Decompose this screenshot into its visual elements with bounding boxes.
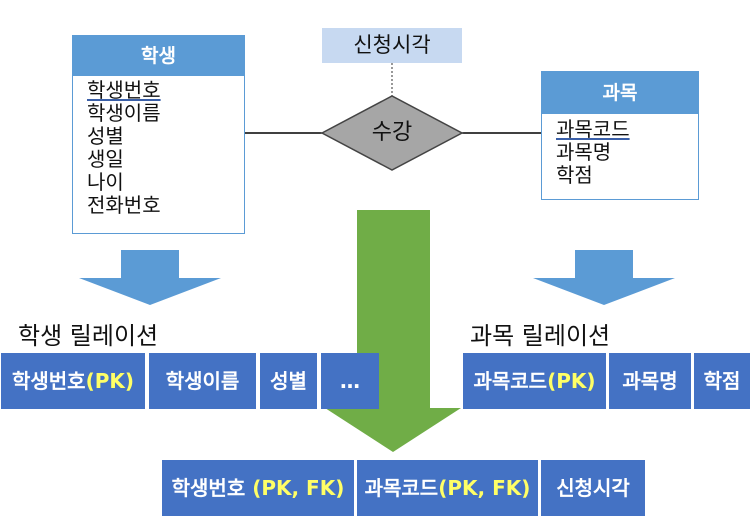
- enrollment-relation-cell: 신청시각: [541, 460, 645, 516]
- student-relation-cell: 학생이름: [149, 353, 256, 409]
- student-attribute: 전화번호: [87, 193, 161, 217]
- key-marker: (PK, FK): [438, 476, 531, 500]
- key-marker: (PK): [547, 369, 596, 393]
- student-attribute: 성별: [87, 124, 124, 148]
- enrollment-relation-cell: 과목코드(PK, FK): [357, 460, 538, 516]
- course-down-arrow: [533, 250, 675, 305]
- enrollment-relation-cell: 학생번호 (PK, FK): [162, 460, 354, 516]
- course-entity: 과목 과목코드 과목명 학점: [541, 71, 699, 200]
- student-attribute-list: 학생번호 학생이름 성별 생일 나이 전화번호: [73, 76, 244, 217]
- course-relation-cell: 과목명: [609, 353, 691, 409]
- course-attribute-list: 과목코드 과목명 학점: [542, 114, 698, 187]
- student-attribute: 학생번호: [87, 78, 161, 102]
- course-entity-title: 과목: [542, 72, 698, 114]
- course-attribute: 과목코드: [556, 117, 630, 141]
- relationship-label: 수강: [371, 120, 413, 145]
- student-attribute: 나이: [87, 170, 124, 194]
- student-relation-cell: 성별: [260, 353, 317, 409]
- student-attribute: 생일: [87, 147, 124, 171]
- student-relation-cell: …: [321, 353, 379, 409]
- course-relation-cell: 과목코드(PK): [463, 353, 606, 409]
- course-attribute: 학점: [556, 163, 593, 187]
- relationship-attribute-box: 신청시각: [322, 28, 462, 63]
- key-marker: (PK, FK): [252, 476, 345, 500]
- student-entity-title: 학생: [73, 36, 244, 76]
- student-relation-title: 학생 릴레이션: [18, 322, 159, 350]
- relationship-attribute-label: 신청시각: [353, 33, 431, 57]
- student-entity: 학생 학생번호 학생이름 성별 생일 나이 전화번호: [72, 35, 245, 234]
- relationship-diamond: [320, 95, 464, 171]
- course-relation-title: 과목 릴레이션: [470, 322, 611, 350]
- student-down-arrow: [79, 250, 221, 305]
- student-attribute: 학생이름: [87, 101, 161, 125]
- enrollment-down-arrow: [325, 210, 461, 452]
- student-relation-cell: 학생번호(PK): [1, 353, 145, 409]
- course-relation-cell: 학점: [694, 353, 750, 409]
- course-attribute: 과목명: [556, 140, 612, 164]
- key-marker: (PK): [85, 369, 135, 393]
